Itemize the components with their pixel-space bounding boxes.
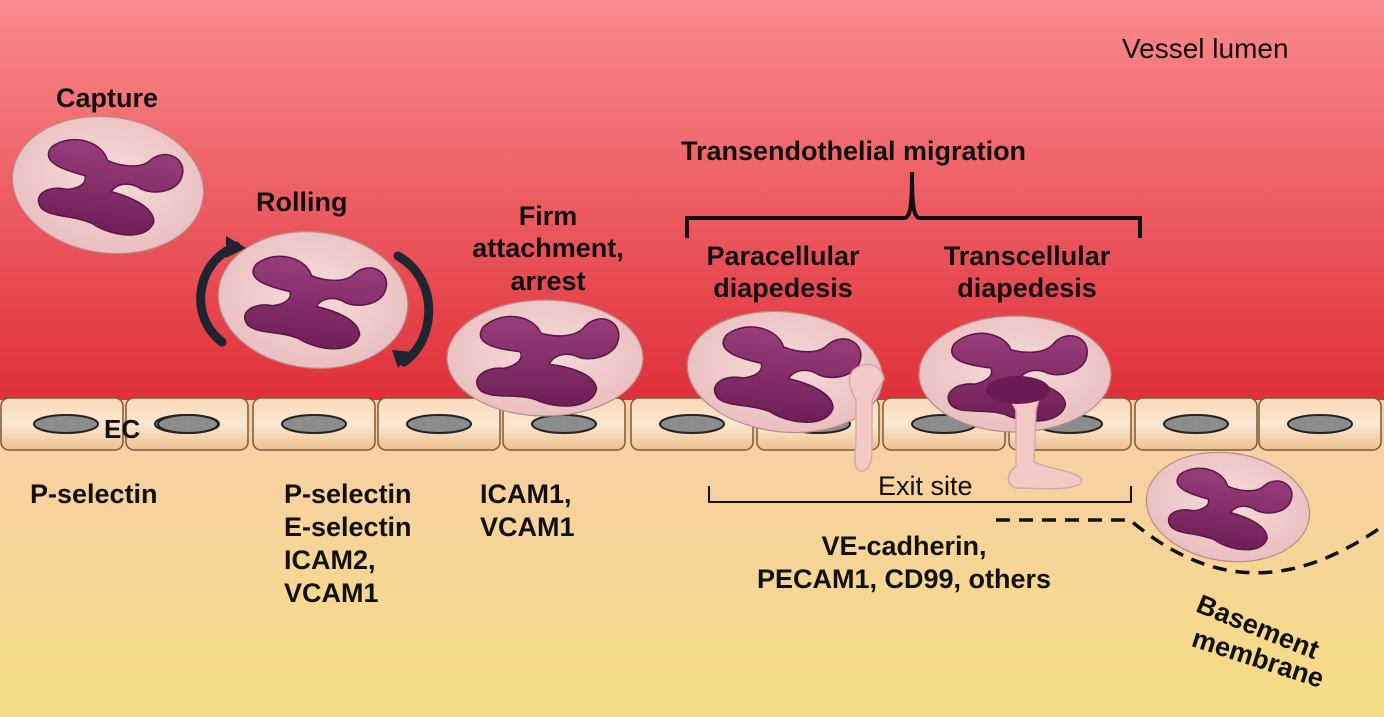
- migration-molecules: VE-cadherin, PECAM1, CD99, others: [756, 531, 1052, 594]
- rolling-arrow-right-head: [392, 350, 412, 368]
- endothelial-cell: [252, 397, 376, 451]
- endothelial-layer: [0, 397, 1382, 451]
- ec-nucleus: [406, 414, 472, 434]
- rolling-molecules: P-selectin E-selectin ICAM2, VCAM1: [284, 479, 412, 608]
- ec-nucleus: [1287, 414, 1353, 434]
- rolling-arrow-left-head: [226, 236, 246, 258]
- leukocytes: [11, 115, 1311, 563]
- rolling-label: Rolling: [256, 187, 348, 217]
- ec-nucleus: [157, 414, 219, 434]
- firm-attachment-label: Firm attachment, arrest: [472, 201, 624, 296]
- migration-brace: [685, 171, 1142, 238]
- ec-nucleus: [1163, 414, 1229, 434]
- ec-label: EC: [104, 414, 141, 444]
- tissue-region: [0, 400, 1384, 717]
- paracellular-pseudopod: [848, 363, 885, 472]
- leukocyte: [1145, 451, 1311, 563]
- ec-nucleus: [33, 414, 99, 434]
- endothelial-cell: [1134, 397, 1258, 451]
- leukocyte: [918, 315, 1112, 433]
- paracellular-label: Paracellular diapedesis: [706, 241, 860, 304]
- leukocyte: [686, 310, 884, 434]
- exit-site-bracket: [708, 486, 1132, 503]
- rolling-arrow-right: [393, 251, 434, 367]
- leukocyte: [217, 231, 409, 369]
- endothelial-cell: [0, 397, 124, 451]
- leukocyte: [11, 115, 205, 255]
- leukocyte: [446, 299, 644, 417]
- endothelial-cell: [1258, 397, 1382, 451]
- transcellular-label: Transcellular diapedesis: [943, 241, 1111, 304]
- endothelial-cell: [377, 397, 501, 451]
- capture-molecules: P-selectin: [30, 479, 158, 509]
- ec-nucleus: [531, 414, 597, 434]
- leukocyte-nucleus: [476, 315, 620, 407]
- leukocyte-nucleus: [37, 138, 184, 236]
- firm-molecules: ICAM1, VCAM1: [480, 479, 575, 542]
- exit-site-label: Exit site: [878, 471, 973, 501]
- leukocyte-nucleus: [1167, 467, 1293, 551]
- vessel-lumen-label: Vessel lumen: [1122, 33, 1289, 64]
- leukocyte-nucleus: [244, 255, 388, 350]
- leukocyte-nucleus: [713, 326, 862, 424]
- capture-label: Capture: [56, 83, 159, 113]
- basement-membrane-line: [996, 518, 1381, 575]
- transendothelial-migration-label: Transendothelial migration: [681, 136, 1027, 166]
- rolling-arrow-left: [196, 241, 241, 347]
- vessel-lumen-region: [0, 0, 1384, 400]
- ec-nucleus: [281, 414, 347, 434]
- ec-nucleus: [659, 414, 725, 434]
- transcellular-nucleus-fragment: [986, 376, 1050, 404]
